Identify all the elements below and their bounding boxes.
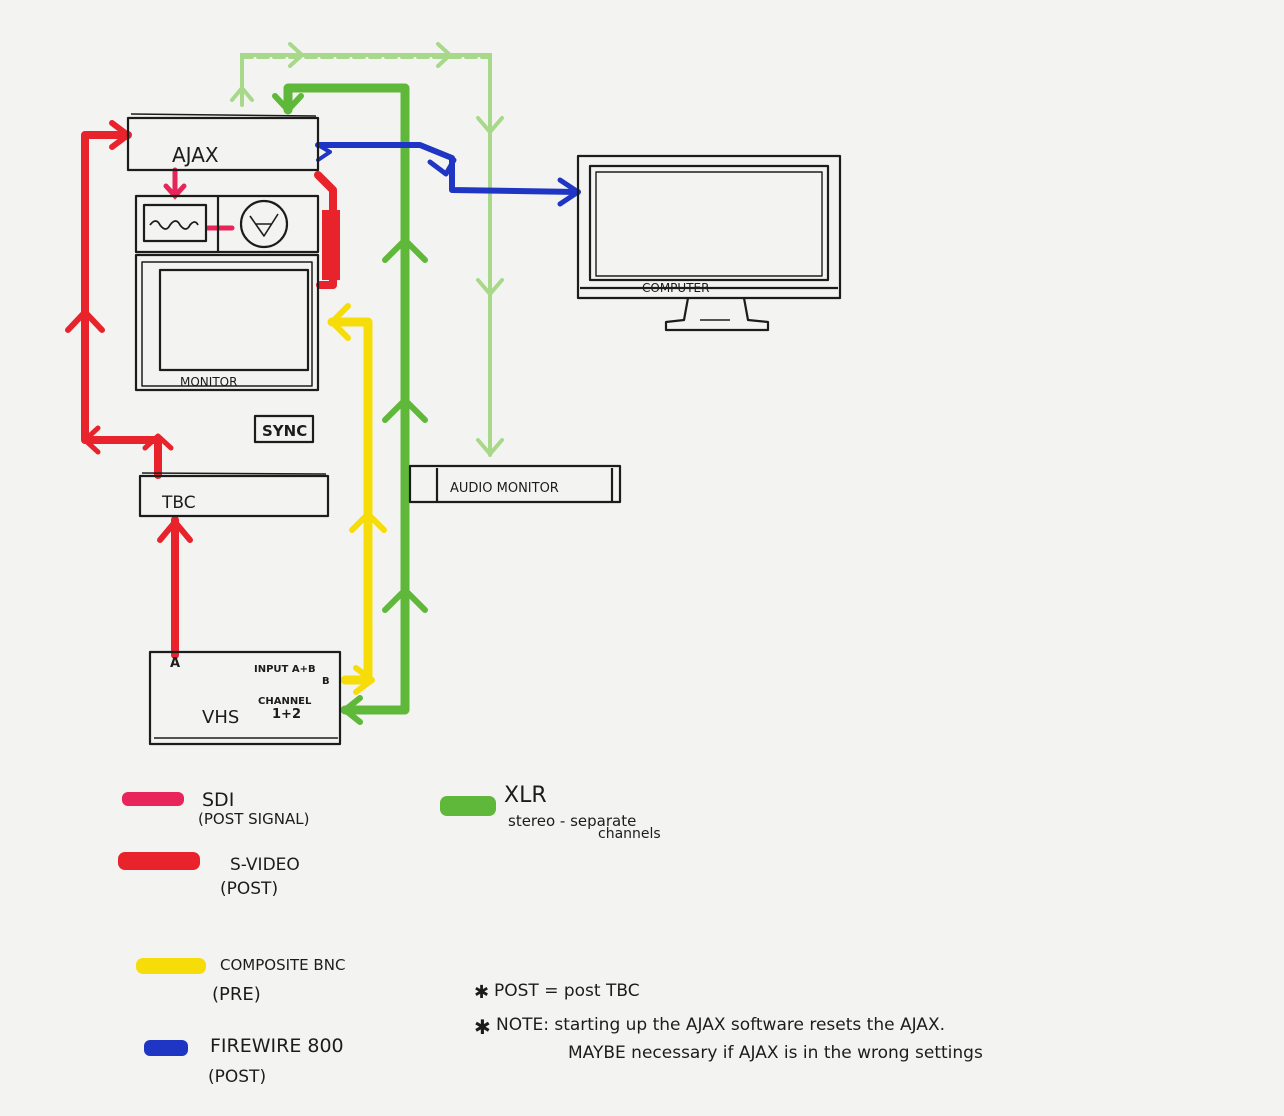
sdi-wire [163,167,235,231]
legend-label-xlr: XLR [504,783,547,808]
legend-sub-composite: (PRE) [212,984,261,1005]
monitor-label: MONITOR [180,375,237,389]
audio-monitor-box [408,464,622,504]
legend-swatch-firewire [144,1040,188,1056]
legend-sub-sdi: (POST SIGNAL) [198,810,309,828]
post-asterisk: ✱ [474,982,489,1003]
firewire-wire [315,142,581,207]
vhs-input-label: INPUT A+B [254,664,316,675]
legend-sub-xlr: stereo - separate [508,812,636,830]
note-line-1: NOTE: starting up the AJAX software rese… [496,1015,945,1035]
computer-box [576,154,842,332]
sync-label: SYNC [262,422,307,440]
note-line-2: MAYBE necessary if AJAX is in the wrong … [568,1043,983,1063]
vhs-channel-nums-label: 1+2 [272,707,301,722]
legend-label-sdi: SDI [202,789,234,811]
tbc-box [138,472,330,518]
xlr-wire [272,83,428,725]
tbc-label: TBC [161,493,196,513]
vhs-port-a-label: A [170,656,180,671]
legend-swatch-sdi [122,792,184,806]
legend-swatch-svideo [118,852,200,870]
monitor-box [134,194,320,392]
note-asterisk: ✱ [474,1015,491,1039]
legend-swatch-composite [136,958,206,974]
xlr-light-wire [230,42,504,458]
ajax-box [126,113,320,172]
legend: SDI (POST SIGNAL) S-VIDEO (POST) COMPOSI… [118,783,661,1087]
vhs-port-b-label: B [322,676,330,687]
audio-monitor-label: AUDIO MONITOR [450,481,559,496]
post-definition: POST = post TBC [494,981,640,1001]
legend-label-svideo: S-VIDEO [230,855,300,875]
legend-label-composite: COMPOSITE BNC [220,956,345,974]
svideo-wire [65,120,337,659]
ajax-label: AJAX [172,143,219,167]
composite-wire [327,303,387,695]
vhs-box [148,650,342,746]
svideo-block [322,210,340,280]
vhs-label: VHS [202,707,239,728]
legend-sub2-xlr: channels [598,826,661,842]
legend-sub-firewire: (POST) [208,1067,266,1087]
notes: ✱ POST = post TBC ✱ NOTE: starting up th… [474,981,983,1063]
legend-sub-svideo: (POST) [220,879,278,899]
sync-box [253,414,315,444]
legend-swatch-xlr [440,796,496,816]
computer-label: COMPUTER [642,281,709,295]
vhs-channel-label: CHANNEL [258,696,312,707]
legend-label-firewire: FIREWIRE 800 [210,1035,344,1057]
